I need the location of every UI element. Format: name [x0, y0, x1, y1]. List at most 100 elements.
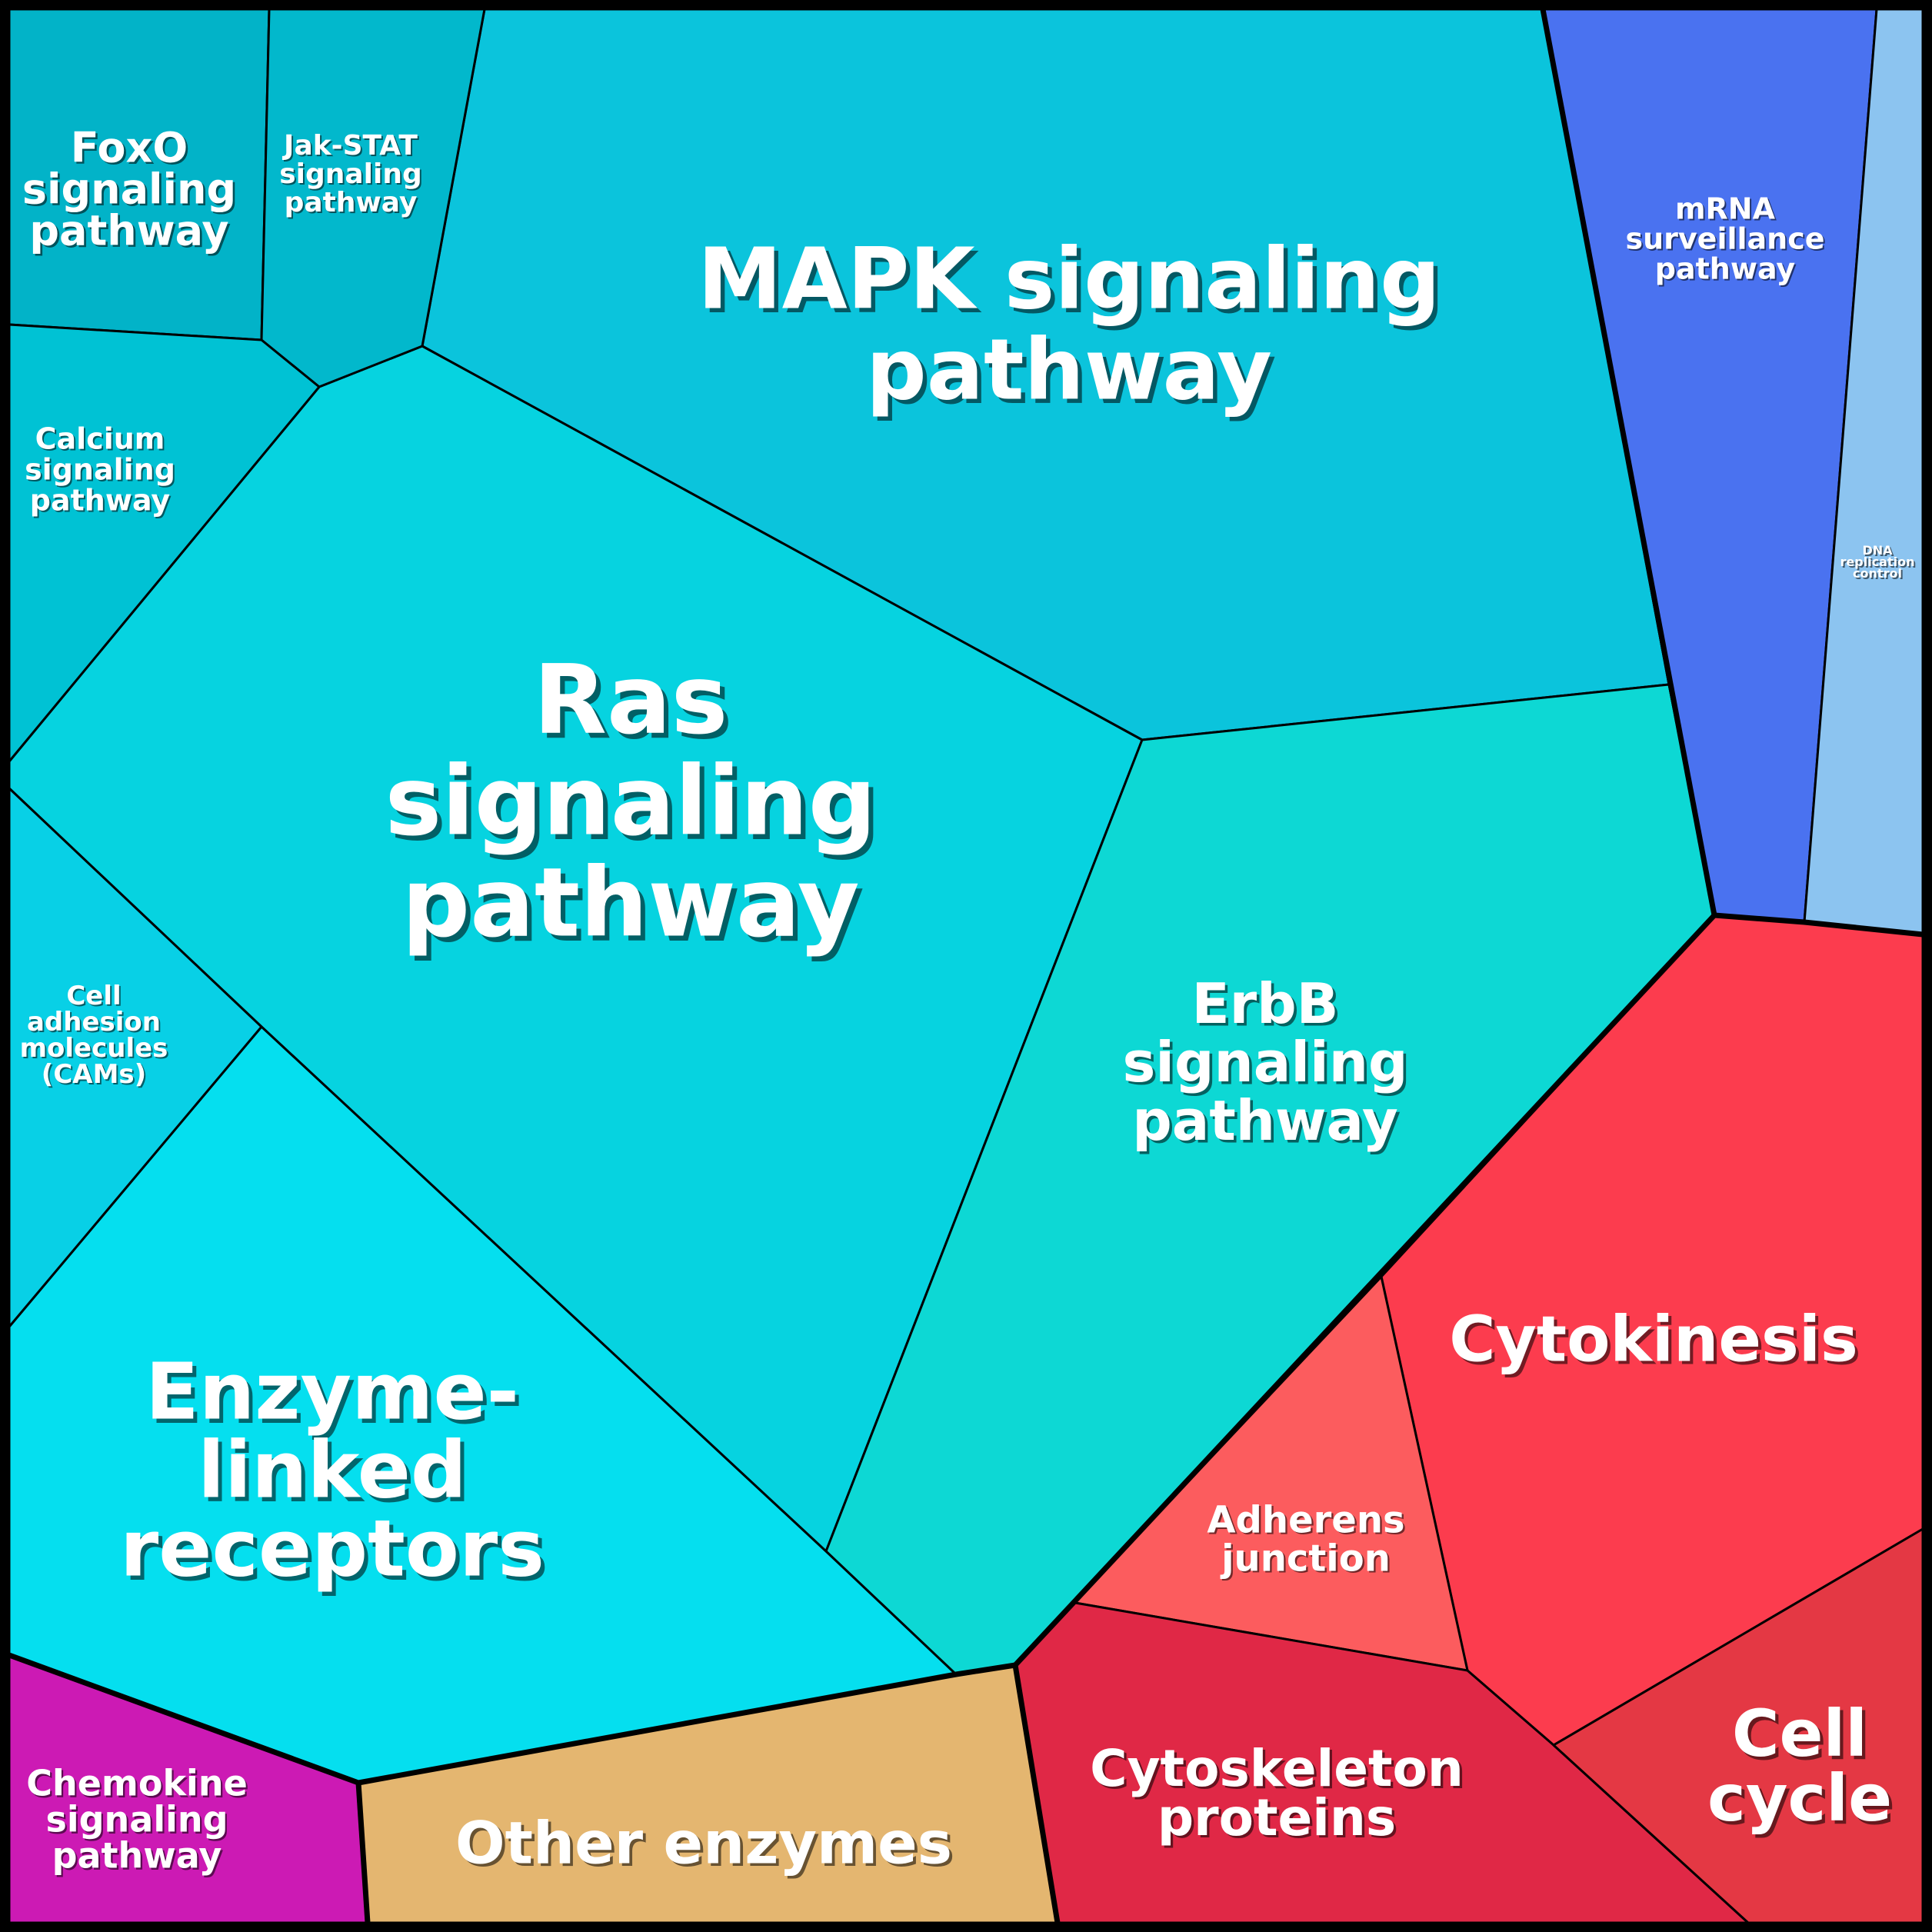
label-line: control: [1853, 566, 1902, 581]
label-line-shadow: surveillance: [1627, 224, 1826, 258]
label-line-shadow: ErbB: [1194, 974, 1341, 1039]
label-line: mRNA: [1675, 192, 1776, 226]
label-line: pathway: [30, 484, 171, 518]
label-shadow-other-enzymes: Other enzymes: [458, 1811, 955, 1880]
group-border: [955, 1662, 1061, 1924]
label-line: ErbB: [1191, 971, 1338, 1036]
label-line-shadow: linked: [202, 1429, 471, 1521]
label-line: Chemokine: [26, 1763, 248, 1804]
cells-layer: [8, 8, 1924, 1924]
label-line-shadow: Cell: [1735, 1699, 1870, 1774]
label-line-shadow: Chemokine: [28, 1764, 250, 1806]
label-line-shadow: signaling: [1125, 1033, 1411, 1098]
label-line: Cytokinesis: [1449, 1304, 1858, 1377]
label-line: molecules: [20, 1033, 168, 1064]
label-line-shadow: pathway: [870, 325, 1276, 423]
label-line: Jak-STAT: [281, 130, 418, 162]
label-line: signaling: [22, 165, 236, 213]
label-line: Cytoskeleton: [1090, 1739, 1464, 1798]
label-line: DNA: [1862, 543, 1893, 558]
label-line-shadow: mRNA: [1677, 194, 1777, 228]
label-line-shadow: pathway: [1657, 254, 1797, 288]
group-borders-layer: [8, 8, 1924, 1924]
label-line-shadow: cycle: [1710, 1764, 1895, 1839]
label-line: receptors: [120, 1504, 545, 1595]
label-line-shadow: receptors: [124, 1507, 548, 1599]
label-line: MAPK signaling: [698, 230, 1441, 328]
label-line-shadow: junction: [1222, 1539, 1393, 1582]
label-line-shadow: molecules: [22, 1034, 170, 1065]
group-border: [355, 1782, 371, 1924]
label-line-shadow: Ras: [538, 650, 733, 761]
label-line: Cell: [1732, 1696, 1867, 1771]
label-line-shadow: Other enzymes: [458, 1811, 955, 1880]
label-line: proteins: [1158, 1788, 1396, 1847]
label-line-shadow: Cytokinesis: [1452, 1307, 1861, 1380]
label-line-shadow: Adherens: [1209, 1501, 1407, 1544]
group-border: [1714, 912, 1924, 938]
label-line: signaling: [385, 747, 876, 858]
label-line: signaling: [279, 158, 422, 190]
label-line-shadow: control: [1854, 568, 1904, 582]
label-line-shadow: pathway: [54, 1837, 224, 1878]
label-line: cycle: [1707, 1760, 1892, 1836]
label-line: Enzyme-: [145, 1347, 519, 1438]
label-line-shadow: signaling: [48, 1800, 230, 1842]
label-line: pathway: [285, 187, 418, 218]
label-line-shadow: signaling: [281, 160, 424, 192]
label-line-shadow: Cytoskeleton: [1092, 1741, 1466, 1800]
label-line-shadow: Calcium: [37, 424, 167, 458]
label-line-shadow: proteins: [1160, 1790, 1398, 1850]
label-line: signaling: [45, 1799, 228, 1840]
label-line-shadow: signaling: [25, 167, 238, 215]
label-line: Other enzymes: [455, 1808, 952, 1877]
label-shadow-cytokinesis: Cytokinesis: [1452, 1307, 1861, 1380]
label-line-shadow: DNA: [1864, 545, 1894, 559]
label-line: linked: [198, 1425, 467, 1517]
label-line: signaling: [1122, 1030, 1407, 1094]
label-line: (CAMs): [42, 1059, 146, 1090]
label-line: pathway: [52, 1835, 222, 1877]
label-line: Ras: [534, 645, 728, 756]
label-line: pathway: [1132, 1088, 1398, 1153]
label-line-shadow: FoxO: [72, 125, 190, 174]
label-line: signaling: [25, 453, 175, 487]
label-line: pathway: [401, 848, 859, 959]
label-line-shadow: pathway: [286, 188, 419, 220]
label-line-shadow: Enzyme-: [149, 1351, 523, 1442]
label-line: adhesion: [27, 1007, 161, 1038]
label-line: Calcium: [35, 422, 165, 456]
label-line-shadow: Jak-STAT: [283, 132, 419, 163]
label-line: Cell: [66, 981, 121, 1011]
label-other-enzymes: Other enzymes: [455, 1808, 952, 1877]
label-line: pathway: [1655, 252, 1796, 286]
label-line-shadow: pathway: [32, 485, 172, 519]
label-line-shadow: adhesion: [28, 1008, 162, 1039]
label-line: junction: [1220, 1537, 1391, 1580]
